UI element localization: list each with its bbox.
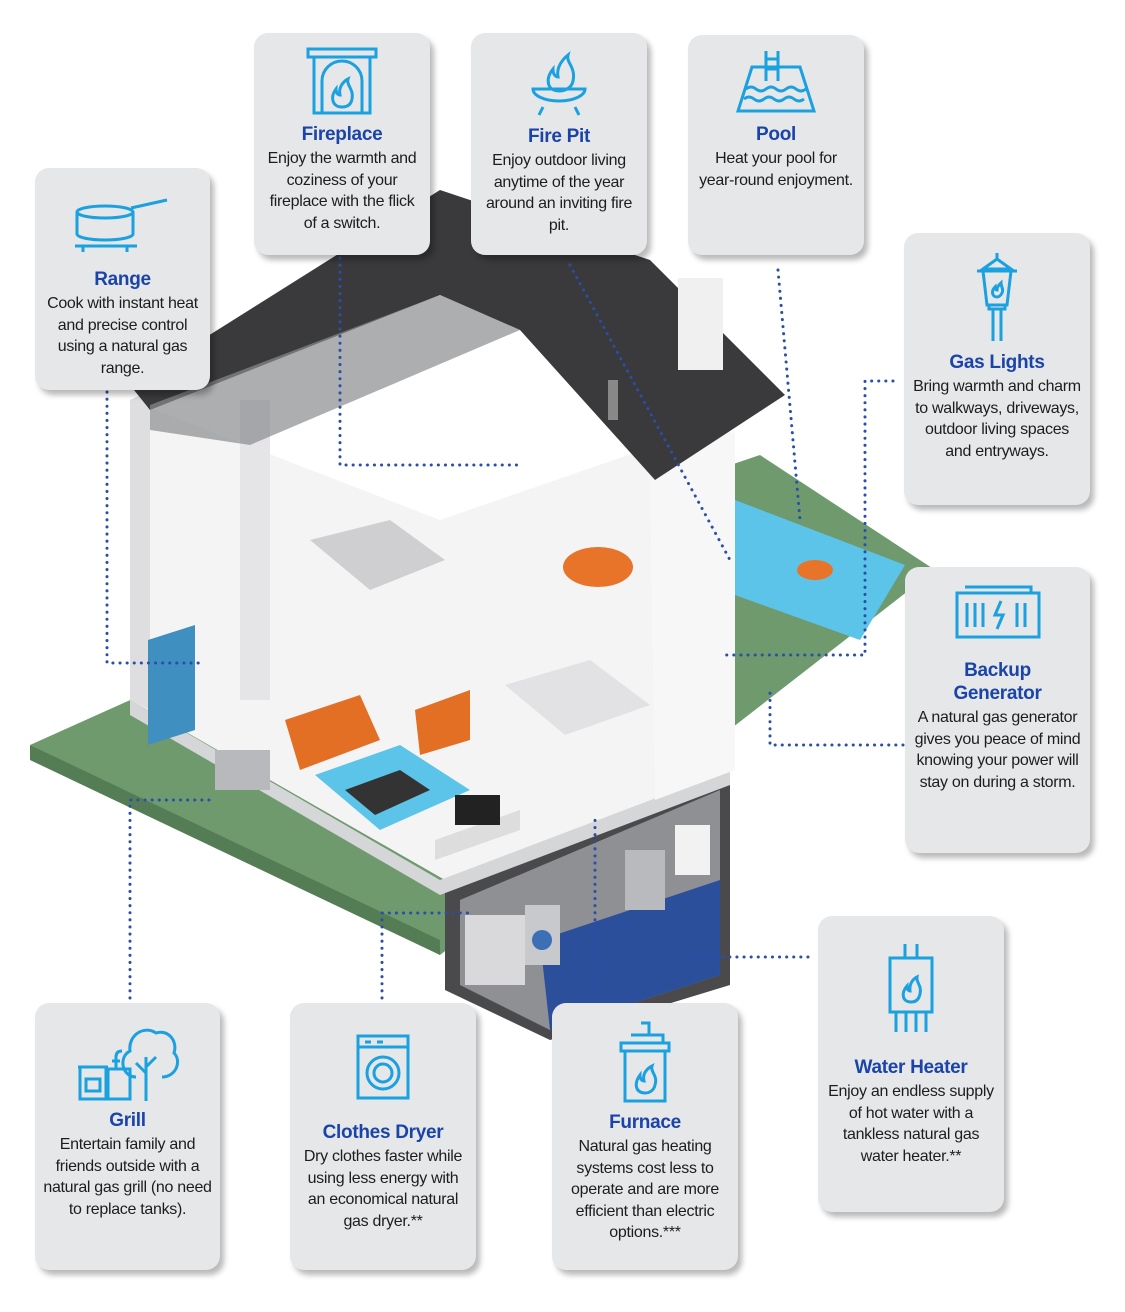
connector-pool xyxy=(776,268,802,522)
card-text: A natural gas generator gives you peace … xyxy=(914,709,1081,791)
card-fire-pit: Fire Pit Enjoy outdoor living anytime of… xyxy=(471,33,647,255)
card-text: Natural gas heating systems cost less to… xyxy=(571,1138,719,1241)
card-pool: Pool Heat your pool for year-round enjoy… xyxy=(688,35,864,255)
card-title: Water Heater xyxy=(854,1057,968,1078)
card-text: Enjoy the warmth and coziness of your fi… xyxy=(267,150,417,232)
connector-range xyxy=(105,390,202,665)
connector-fireplace xyxy=(338,256,522,467)
card-text: Enjoy an endless supply of hot water wit… xyxy=(828,1083,994,1165)
dryer-icon xyxy=(356,1034,410,1100)
roof xyxy=(130,190,785,480)
connector-gas-lights xyxy=(718,379,895,657)
card-text: Dry clothes faster while using less ener… xyxy=(303,1148,463,1230)
connector-dryer xyxy=(380,911,472,1000)
grill-icon xyxy=(77,1028,179,1101)
card-text: Heat your pool for year-round enjoyment. xyxy=(699,150,853,189)
connector-grill xyxy=(128,798,217,1000)
card-title: Range xyxy=(94,269,151,290)
lantern-icon xyxy=(977,253,1017,341)
card-text: Bring warmth and charm to walkways, driv… xyxy=(913,378,1081,460)
house-floor xyxy=(130,400,730,880)
card-generator: Backup Generator A natural gas generator… xyxy=(905,567,1090,853)
card-text: Cook with instant heat and precise contr… xyxy=(47,295,198,377)
card-title: Gas Lights xyxy=(949,352,1045,373)
connector-generator xyxy=(768,688,905,747)
furnace-icon xyxy=(619,1021,671,1103)
card-title: Fire Pit xyxy=(527,126,590,147)
card-range: Range Cook with instant heat and precise… xyxy=(35,168,210,390)
saucepan-icon xyxy=(74,198,167,252)
card-dryer: Clothes Dryer Dry clothes faster while u… xyxy=(290,1003,476,1270)
card-text: Enjoy outdoor living anytime of the year… xyxy=(485,152,633,234)
card-furnace: Furnace Natural gas heating systems cost… xyxy=(552,1003,738,1270)
fire-pit-icon xyxy=(531,51,587,116)
connector-fire-pit xyxy=(568,263,732,562)
card-grill: Grill Entertain family and friends outsi… xyxy=(35,1003,220,1270)
card-title: Furnace xyxy=(609,1112,681,1133)
card-gas-lights: Gas Lights Bring warmth and charm to wal… xyxy=(904,233,1090,505)
generator-icon xyxy=(955,585,1040,639)
card-fireplace: Fireplace Enjoy the warmth and coziness … xyxy=(254,33,430,255)
card-title: Pool xyxy=(756,124,796,145)
water-heater-icon xyxy=(888,944,934,1032)
fireplace-icon xyxy=(306,47,378,115)
card-title: Backup Generator xyxy=(953,660,1042,704)
pool-icon xyxy=(736,51,816,113)
card-title: Grill xyxy=(109,1110,146,1131)
card-text: Entertain family and friends outside wit… xyxy=(43,1136,212,1218)
card-title: Fireplace xyxy=(301,124,383,145)
card-water-heater: Water Heater Enjoy an endless supply of … xyxy=(818,916,1004,1212)
card-title: Clothes Dryer xyxy=(322,1122,444,1143)
